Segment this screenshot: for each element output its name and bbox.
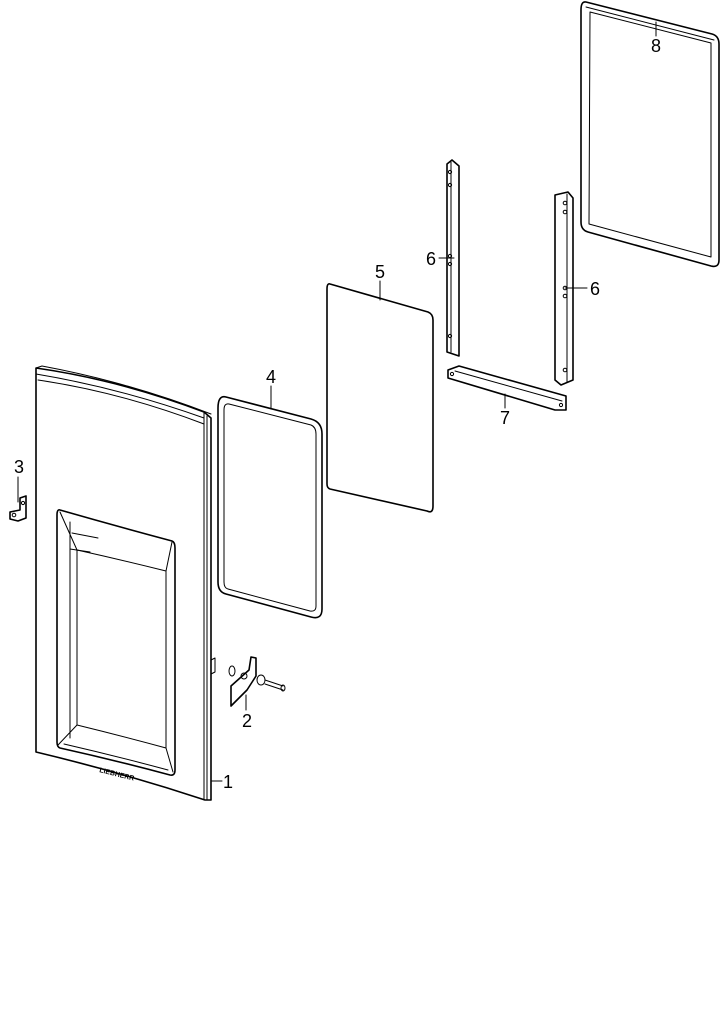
- callout-6-left: 6: [426, 249, 436, 269]
- part-5-glass-pane: [326, 283, 434, 513]
- callout-4: 4: [266, 367, 276, 387]
- callout-7: 7: [500, 408, 510, 428]
- callout-1: 1: [223, 772, 233, 792]
- callout-5: 5: [375, 262, 385, 282]
- callout-8: 8: [651, 36, 661, 56]
- part-1-door: LIEBHERR: [35, 365, 216, 801]
- callout-3: 3: [14, 457, 24, 477]
- callout-6-right: 6: [590, 279, 600, 299]
- part-2-hinge: [228, 656, 286, 707]
- callout-labels: 1 2 3 4 5 6 6 7 8: [14, 36, 661, 792]
- leader-lines: [17, 21, 657, 782]
- part-7-bar: [447, 365, 567, 411]
- part-6-left-rail: [446, 159, 460, 357]
- callout-2: 2: [242, 711, 252, 731]
- part-8-frame: [580, 1, 720, 268]
- part-3-bracket: [9, 495, 27, 522]
- part-4-gasket: [217, 395, 323, 619]
